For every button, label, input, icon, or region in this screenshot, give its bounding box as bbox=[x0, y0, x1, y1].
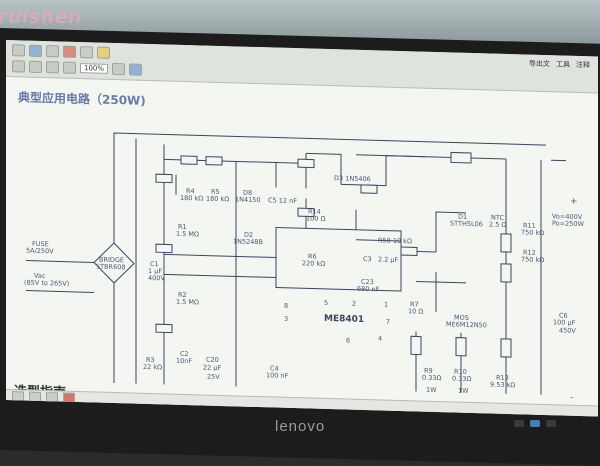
label-mos: MOS bbox=[454, 314, 469, 322]
label-d8-part: 1N4150 bbox=[235, 195, 261, 204]
label-c1: C1 bbox=[150, 260, 159, 268]
schematic-labels: FUSE 5A/250V Vac (85V to 265V) BRIDGE ST… bbox=[24, 174, 585, 403]
label-c1-v: 400V bbox=[148, 274, 165, 282]
label-minus: - bbox=[570, 393, 573, 403]
label-r5-val: 180 kΩ bbox=[206, 195, 229, 204]
label-c5: C5 12 nF bbox=[268, 196, 297, 205]
label-vac: Vac bbox=[34, 272, 46, 280]
taskbar-app-icon[interactable] bbox=[29, 391, 41, 402]
monitor-button[interactable] bbox=[546, 420, 556, 427]
label-c20: C20 bbox=[206, 356, 219, 364]
label-p6: 6 bbox=[346, 336, 350, 344]
label-d8: D8 bbox=[243, 189, 252, 197]
label-p2: 2 bbox=[352, 300, 356, 308]
label-p3: 3 bbox=[284, 315, 288, 323]
label-c6: C6 bbox=[559, 311, 568, 319]
label-p5: 5 bbox=[324, 299, 328, 307]
label-c4: C4 bbox=[270, 364, 279, 372]
label-r7: R7 bbox=[410, 300, 419, 308]
label-ic: ME8401 bbox=[324, 314, 364, 325]
label-r2-val: 1.5 MΩ bbox=[176, 298, 199, 307]
resistor-r3 bbox=[155, 323, 173, 334]
label-d3: D3 1N5406 bbox=[334, 174, 371, 183]
label-r11: R11 bbox=[523, 221, 536, 229]
label-r4: R4 bbox=[186, 187, 195, 195]
label-r3: R3 bbox=[146, 356, 155, 364]
label-r6: R6 bbox=[308, 252, 317, 260]
label-c4-val: 100 nF bbox=[266, 371, 289, 380]
label-r14: R14 bbox=[308, 207, 321, 215]
label-vac-range: (85V to 265V) bbox=[24, 279, 69, 288]
label-r10-val: 0.33Ω bbox=[452, 374, 471, 383]
label-p8: 8 bbox=[284, 302, 288, 310]
label-r9: R9 bbox=[424, 367, 433, 375]
label-r11-val: 750 kΩ bbox=[521, 228, 544, 237]
label-r6-val: 220 kΩ bbox=[302, 259, 325, 268]
label-r12: R12 bbox=[523, 248, 536, 256]
label-r7-val: 10 Ω bbox=[408, 307, 423, 315]
label-r13: R13 bbox=[496, 374, 509, 382]
label-d2: D2 bbox=[244, 231, 253, 239]
label-plus: + bbox=[570, 197, 578, 207]
label-d2-part: 1N5248B bbox=[233, 237, 263, 246]
label-c1-val: 1 µF bbox=[148, 267, 162, 275]
label-r12-val: 750 kΩ bbox=[521, 255, 544, 264]
label-p1: 1 bbox=[384, 301, 388, 309]
label-r2: R2 bbox=[178, 291, 187, 299]
label-r13-val: 9.53 kΩ bbox=[490, 381, 515, 390]
label-c20-val: 22 µF bbox=[203, 364, 221, 373]
label-p7: 7 bbox=[386, 318, 390, 326]
monitor-brand-logo: lenovo bbox=[275, 418, 326, 435]
label-c3: C3 bbox=[363, 255, 372, 263]
circuit-schematic bbox=[26, 132, 566, 397]
resistor-r1 bbox=[155, 173, 173, 184]
label-r9-val: 0.33Ω bbox=[422, 374, 441, 383]
label-c23-val: 680 nF bbox=[357, 285, 380, 294]
label-fuse: FUSE bbox=[32, 240, 49, 248]
label-bridge-part: STBR608 bbox=[96, 263, 125, 272]
label-r14-val: 100 Ω bbox=[306, 214, 325, 223]
label-r3-val: 22 kΩ bbox=[143, 363, 162, 372]
label-d1-part: STTH5L06 bbox=[450, 219, 483, 228]
label-ntc-val: 2.5 Ω bbox=[489, 220, 506, 228]
label-vo: Vo=400V bbox=[552, 212, 583, 221]
label-p4: 4 bbox=[378, 334, 382, 342]
power-button-icon[interactable] bbox=[530, 420, 540, 427]
label-c6-v: 450V bbox=[559, 326, 576, 334]
label-r10: R10 bbox=[454, 368, 467, 376]
monitor-screen: 100% 导出文 工具 注释 典型应用电路（250W) bbox=[6, 40, 598, 417]
taskbar-app-icon[interactable] bbox=[46, 391, 58, 402]
label-c2-val: 10nF bbox=[176, 357, 192, 365]
label-po: Po=250W bbox=[552, 219, 585, 228]
taskbar-app-icon[interactable] bbox=[12, 390, 24, 402]
label-bridge: BRIDGE bbox=[99, 256, 124, 265]
label-r4-val: 180 kΩ bbox=[180, 194, 203, 203]
watermark-text: ruishen bbox=[0, 6, 83, 28]
label-d1: D1 bbox=[458, 213, 467, 221]
monitor-button[interactable] bbox=[514, 420, 524, 427]
label-r9-w: 1W bbox=[426, 386, 437, 394]
label-r1: R1 bbox=[178, 223, 187, 231]
label-c6-val: 100 µF bbox=[553, 318, 576, 327]
label-c23: C23 bbox=[361, 278, 374, 286]
label-fuse-val: 5A/250V bbox=[26, 247, 54, 256]
label-r10-w: 1W bbox=[458, 387, 469, 395]
label-c20-v: 25V bbox=[207, 373, 220, 381]
resistor-r2 bbox=[155, 243, 173, 254]
label-c2: C2 bbox=[180, 350, 189, 358]
label-c3-val: 2.2 µF bbox=[378, 255, 399, 264]
label-ntc: NTC bbox=[491, 214, 504, 222]
pdf-reader-icon[interactable] bbox=[63, 392, 75, 403]
label-r50: R50 10 kΩ bbox=[378, 236, 412, 245]
label-mos-part: ME6M12N50 bbox=[446, 320, 487, 329]
label-r5: R5 bbox=[211, 188, 220, 196]
label-r1-val: 1.5 MΩ bbox=[176, 230, 199, 239]
